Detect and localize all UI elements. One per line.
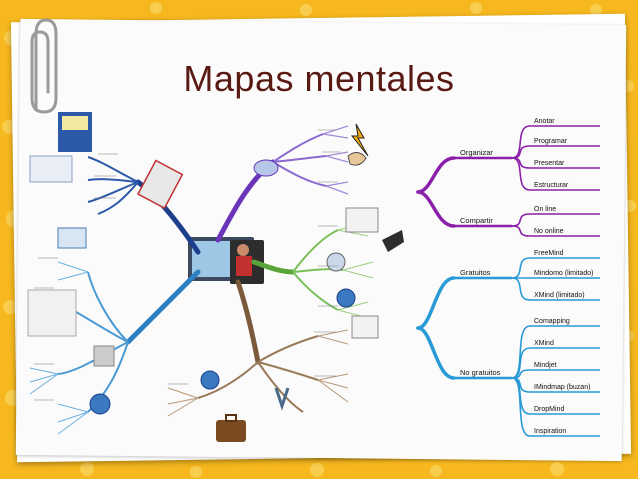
branch-no-gratuitos: No gratuitos ComappingXMindMindjetIMindma… [416,318,600,437]
hub-label: No gratuitos [460,368,501,377]
leaf-label: Comapping [534,318,570,325]
leaf-label: Inspiration [534,428,566,435]
leaf-label: Anotar [534,118,555,125]
leaf-label: Presentar [534,160,565,167]
leaf-label: XMind [534,340,554,347]
leaf-label: FreeMind [534,250,564,257]
branch-organizar: Organizar AnotarProgramarPresentarEstruct… [416,118,600,194]
slide-title: Mapas mentales [183,58,455,99]
leaf-label: On line [534,206,556,213]
leaf-label: Mindomo (limitado) [534,270,594,277]
hub-label: Compartir [460,216,493,225]
paperclip-icon [30,18,58,114]
leaf-label: XMind (limitado) [534,292,585,299]
hub-label: Gratuitos [460,268,491,277]
software-mindmap: Organizar AnotarProgramarPresentarEstruct… [416,118,600,437]
branch-compartir: Compartir On line No online [416,190,600,237]
leaf-label: No online [534,228,564,235]
leaf-label: DropMind [534,406,564,413]
leaf-label: IMindmap (buzan) [534,384,590,391]
hub-label: Organizar [460,148,493,157]
leaf-label: Estructurar [534,182,569,189]
leaf-label: Mindjet [534,362,557,369]
mindmap-illustration [27,112,404,442]
leaf-label: Programar [534,138,568,145]
central-node-image [188,237,264,284]
